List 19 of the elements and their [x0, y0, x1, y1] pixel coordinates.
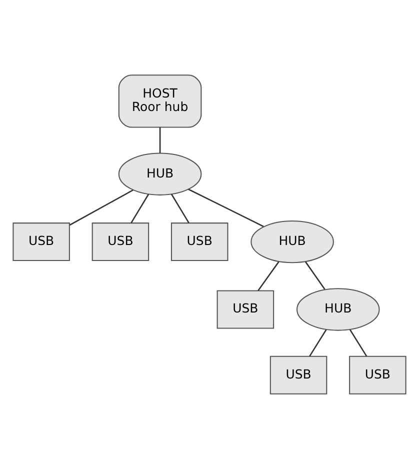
connector	[304, 260, 325, 290]
connector	[130, 193, 149, 223]
node-box: USB	[216, 290, 274, 328]
node-box: USB	[170, 222, 228, 261]
node-ellipse: HUB	[118, 152, 202, 195]
node-box: USB	[269, 355, 327, 394]
connector	[257, 260, 279, 291]
connector	[188, 188, 264, 227]
connector	[348, 328, 367, 356]
node-box: USB	[12, 222, 70, 261]
node-box: USB	[348, 355, 406, 394]
node-ellipse: HUB	[296, 288, 380, 330]
node-ellipse: HUB	[250, 220, 334, 263]
connector	[158, 126, 160, 153]
connector	[170, 193, 189, 223]
connector	[308, 328, 326, 356]
node-box: USB	[91, 222, 149, 261]
connector	[68, 188, 133, 226]
node-box: HOST Roor hub	[118, 74, 202, 128]
